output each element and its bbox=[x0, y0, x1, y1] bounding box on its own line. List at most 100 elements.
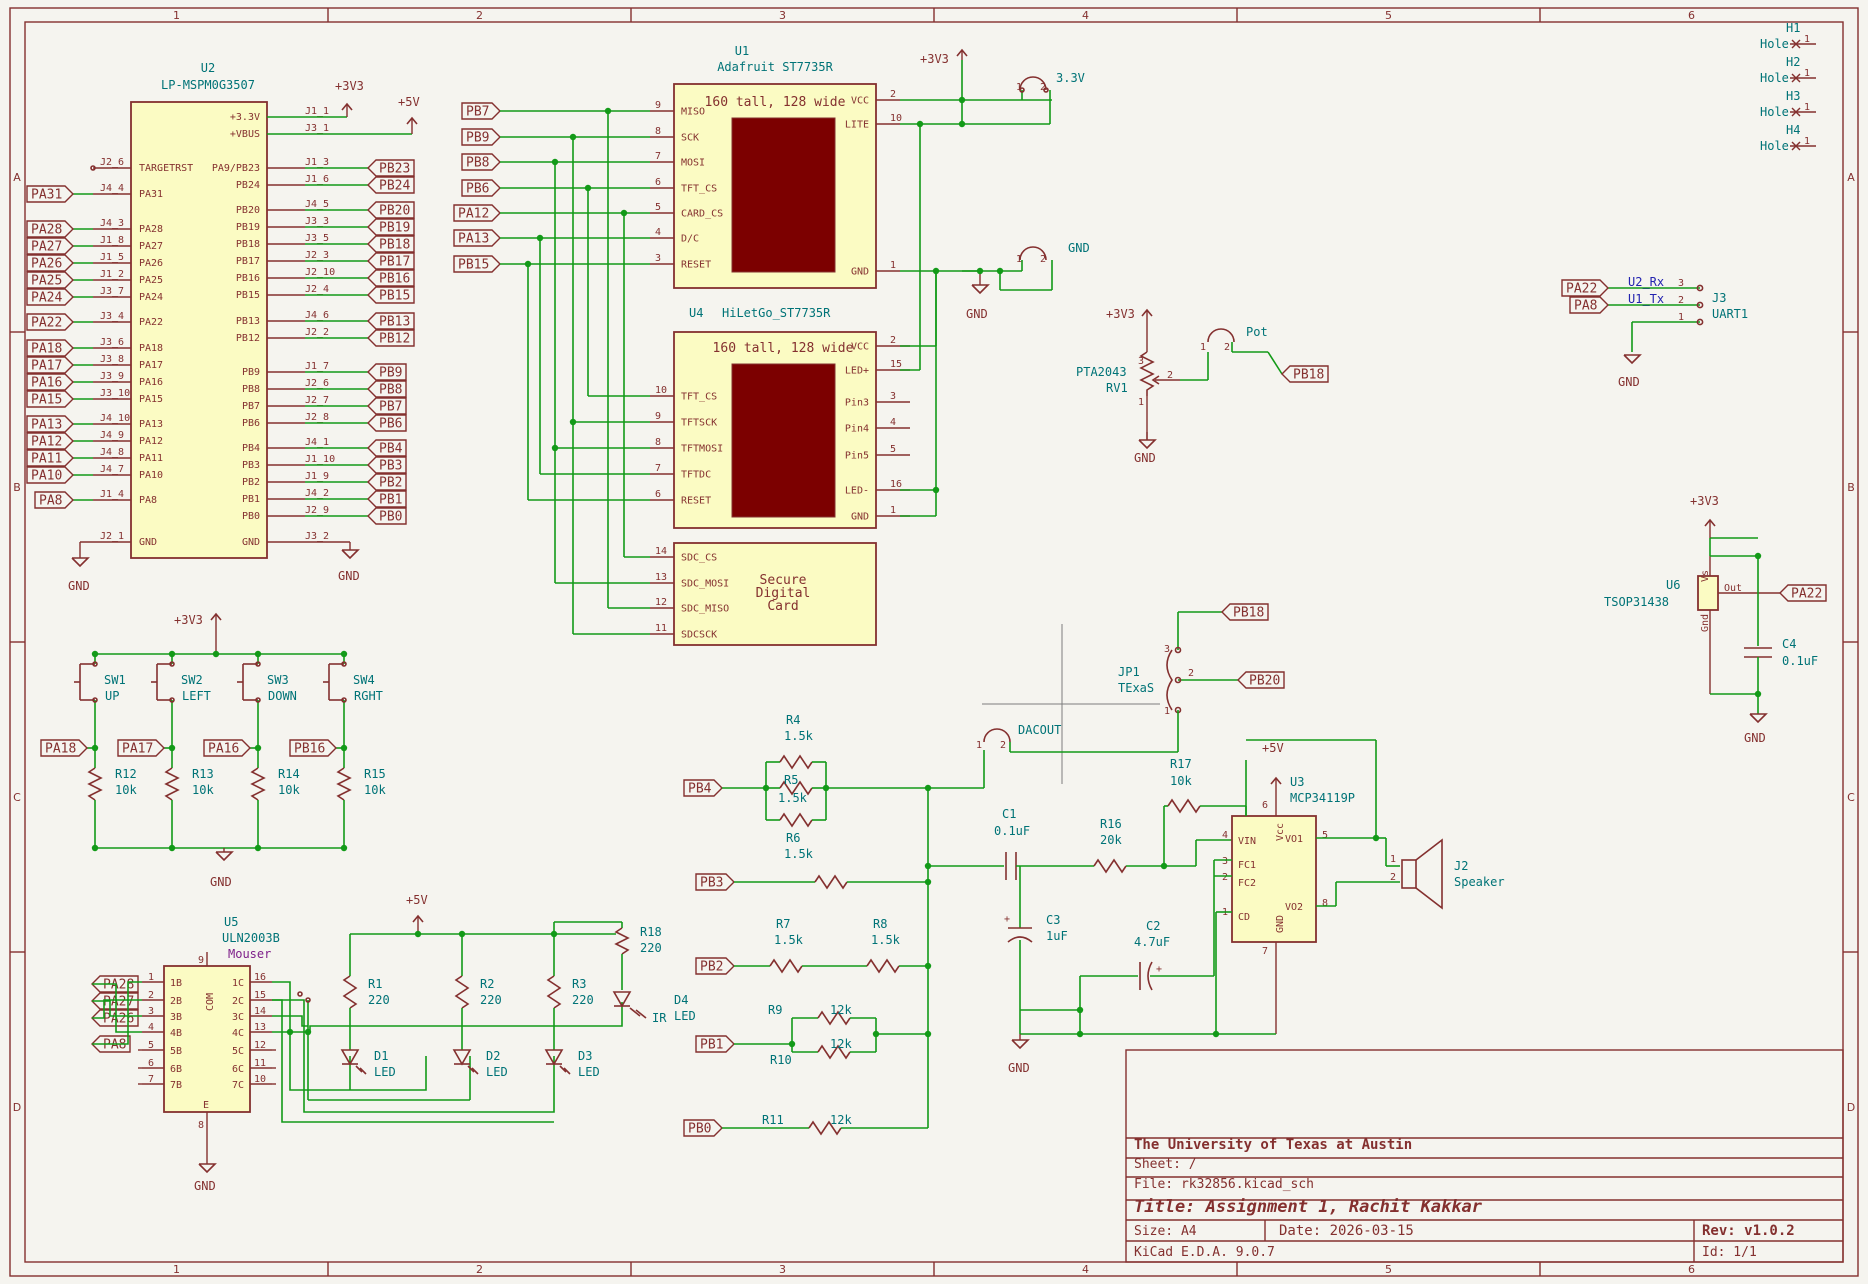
u2-gnd-left: GND bbox=[68, 579, 90, 593]
rv1-pot[interactable]: +3V3 GND PTA2043 RV1 3 2 1 1 2 Pot PB18 bbox=[1076, 307, 1329, 465]
dac-ladder: PB4R41.5kR61.5kR51.5kPB3PB2R71.5kR81.5kP… bbox=[683, 713, 932, 1137]
tb-tool: KiCad E.D.A. 9.0.7 bbox=[1134, 1245, 1275, 1260]
u2-left-pin-num: J3_6 bbox=[100, 337, 124, 348]
u4-right-pin-num: 2 bbox=[890, 335, 896, 346]
u1-left-pin-name: RESET bbox=[681, 260, 711, 271]
rv1-3v3: +3V3 bbox=[1106, 307, 1135, 321]
u2-label-pb1-text: PB1 bbox=[379, 493, 402, 508]
rv1-value: PTA2043 bbox=[1076, 365, 1127, 379]
led-value-d3: LED bbox=[578, 1065, 600, 1079]
rv1-gnd: GND bbox=[1134, 451, 1156, 465]
frame-col-bottom-6: 6 bbox=[1688, 1263, 1695, 1276]
u1-left-pin-num: 6 bbox=[655, 177, 661, 188]
dac-label-pb4-text: PB4 bbox=[688, 782, 712, 797]
tb-sheet: Sheet: / bbox=[1134, 1157, 1197, 1172]
u4-sd-pin-name: SDCSCK bbox=[681, 630, 717, 641]
u4-display[interactable]: U4 HiLetGo_ST7735R 160 tall, 128 wide Se… bbox=[650, 306, 910, 646]
u2-label-pa22 bbox=[26, 313, 74, 331]
tb-rev: Rev: v1.0.2 bbox=[1702, 1223, 1795, 1239]
u2-left-pin-num: J3_9 bbox=[100, 371, 124, 382]
u2-right-pin-num: J1_6 bbox=[305, 174, 329, 185]
u2-label-pb1 bbox=[367, 490, 407, 508]
u4-right-pin-num: 1 bbox=[890, 505, 896, 516]
u5-driver[interactable]: U5 ULN2003B Mouser COM 9 E 8 GND 1B12B23… bbox=[91, 915, 623, 1193]
dac-label-pb4 bbox=[683, 779, 723, 797]
switch-ref-sw4: SW4 bbox=[353, 673, 375, 687]
led-resistor-ref: R1 bbox=[368, 977, 382, 991]
u4-left-pin-num: 10 bbox=[655, 385, 667, 396]
u2-right-pin-name: PB15 bbox=[236, 290, 260, 301]
title-block: The University of Texas at Austin Sheet:… bbox=[1125, 1049, 1844, 1263]
u2-label-pa15-text: PA15 bbox=[31, 393, 62, 408]
u4-right-pin-num: 3 bbox=[890, 391, 896, 402]
frame-col-top-6: 6 bbox=[1688, 9, 1695, 22]
junction-dot bbox=[551, 158, 559, 166]
u1-label-pb7-text: PB7 bbox=[466, 105, 489, 120]
junction-dot bbox=[584, 184, 592, 192]
r17-value: 10k bbox=[1170, 774, 1192, 788]
u2-3v3: +3V3 bbox=[335, 79, 364, 93]
hole-value: Hole bbox=[1760, 37, 1789, 51]
u2-right-pin-num: J1_7 bbox=[305, 361, 329, 372]
u2-label-pb19-text: PB19 bbox=[379, 221, 410, 236]
u3-num-5: 5 bbox=[1322, 830, 1328, 841]
u3-pin-gnd: GND bbox=[1275, 915, 1286, 933]
u5-right-pin-name: 3C bbox=[232, 1012, 244, 1023]
u1-left-pin-name: MOSI bbox=[681, 158, 705, 169]
dac-label-pb3-text: PB3 bbox=[700, 876, 723, 891]
u2-mcu[interactable]: U2 LP-MSPM0G3507 TARGETRSTJ2_6PA31J4_4PA… bbox=[26, 61, 415, 559]
led-bank: +5V R1220D1LEDR2220D2LEDR3220D3LEDR18220… bbox=[340, 893, 696, 1079]
c2-value: 4.7uF bbox=[1134, 935, 1170, 949]
dac-r9-value: 12k bbox=[830, 1003, 852, 1017]
junction-dot bbox=[524, 260, 532, 268]
u1-label-pa12-text: PA12 bbox=[458, 207, 489, 222]
u2-right-pin-num: J3_2 bbox=[305, 531, 329, 542]
u2-left-pin-name: PA16 bbox=[139, 377, 163, 388]
dac-resistor-value: 1.5k bbox=[774, 933, 804, 947]
u5-label-pa28 bbox=[91, 975, 139, 993]
j33-pin1: 1 bbox=[1016, 82, 1022, 93]
u1-left-pin-num: 4 bbox=[655, 227, 661, 238]
u2-left-pin-name: PA27 bbox=[139, 241, 163, 252]
u5-label-pa27-text: PA27 bbox=[103, 995, 134, 1010]
hole-pin: 1 bbox=[1804, 34, 1810, 45]
u4-left-pin-name: TFT_CS bbox=[681, 392, 717, 403]
u4-screen-text: 160 tall, 128 wide bbox=[713, 341, 854, 356]
u5-label-pa28-text: PA28 bbox=[103, 978, 134, 993]
u2-left-pin-name: PA26 bbox=[139, 258, 163, 269]
u2-right-pin-num: J2_6 bbox=[305, 378, 329, 389]
audio-amp[interactable]: 1 2 DACOUT C1 0.1uF R16 20k R17 10k U3 M… bbox=[928, 723, 1505, 1075]
u3-num-6: 6 bbox=[1262, 800, 1268, 811]
switch-resistor-value: 10k bbox=[192, 783, 214, 797]
u5-left-pin-num: 5 bbox=[148, 1040, 154, 1051]
tb-title: Title: Assignment 1, Rachit Kakkar bbox=[1134, 1197, 1483, 1217]
u2-label-pb9 bbox=[367, 363, 407, 381]
u4-right-pin-name: GND bbox=[851, 512, 869, 523]
junction-dot bbox=[168, 650, 176, 658]
j3-label-pa22 bbox=[1561, 279, 1609, 297]
u6-pin-vs: Vs bbox=[1700, 570, 1711, 582]
junction-dot bbox=[91, 650, 99, 658]
u6-ir-receiver[interactable]: +3V3 GND Vs Out Gnd U6 TSOP31438 C4 0.1u… bbox=[1604, 494, 1827, 745]
r18-ref: R18 bbox=[640, 925, 662, 939]
u2-label-pa15 bbox=[26, 390, 74, 408]
u1-label-pb7 bbox=[461, 102, 501, 120]
u5-left-pin-name: 5B bbox=[170, 1046, 182, 1057]
u4-right-pin-name: LED+ bbox=[845, 366, 869, 377]
dac-label-pb1-text: PB1 bbox=[700, 1038, 723, 1053]
tb-file: File: rk32856.kicad_sch bbox=[1134, 1177, 1314, 1192]
d4-ref: D4 bbox=[674, 993, 688, 1007]
amp-gnd: GND bbox=[1008, 1061, 1030, 1075]
j3-label-pa22-text: PA22 bbox=[1566, 282, 1597, 297]
switch-label-pa16 bbox=[203, 739, 251, 757]
hole-pin: 1 bbox=[1804, 68, 1810, 79]
u2-label-pb3 bbox=[367, 456, 407, 474]
pot-label: Pot bbox=[1246, 325, 1268, 339]
u4-value: HiLetGo_ST7735R bbox=[722, 306, 831, 320]
u1-left-pin-name: MISO bbox=[681, 107, 705, 118]
u2-right-pin-name: PB6 bbox=[242, 418, 260, 429]
u1-display[interactable]: U1 Adafruit ST7735R 160 tall, 128 wide M… bbox=[453, 44, 902, 289]
dac-resistor-ref: R7 bbox=[776, 917, 790, 931]
